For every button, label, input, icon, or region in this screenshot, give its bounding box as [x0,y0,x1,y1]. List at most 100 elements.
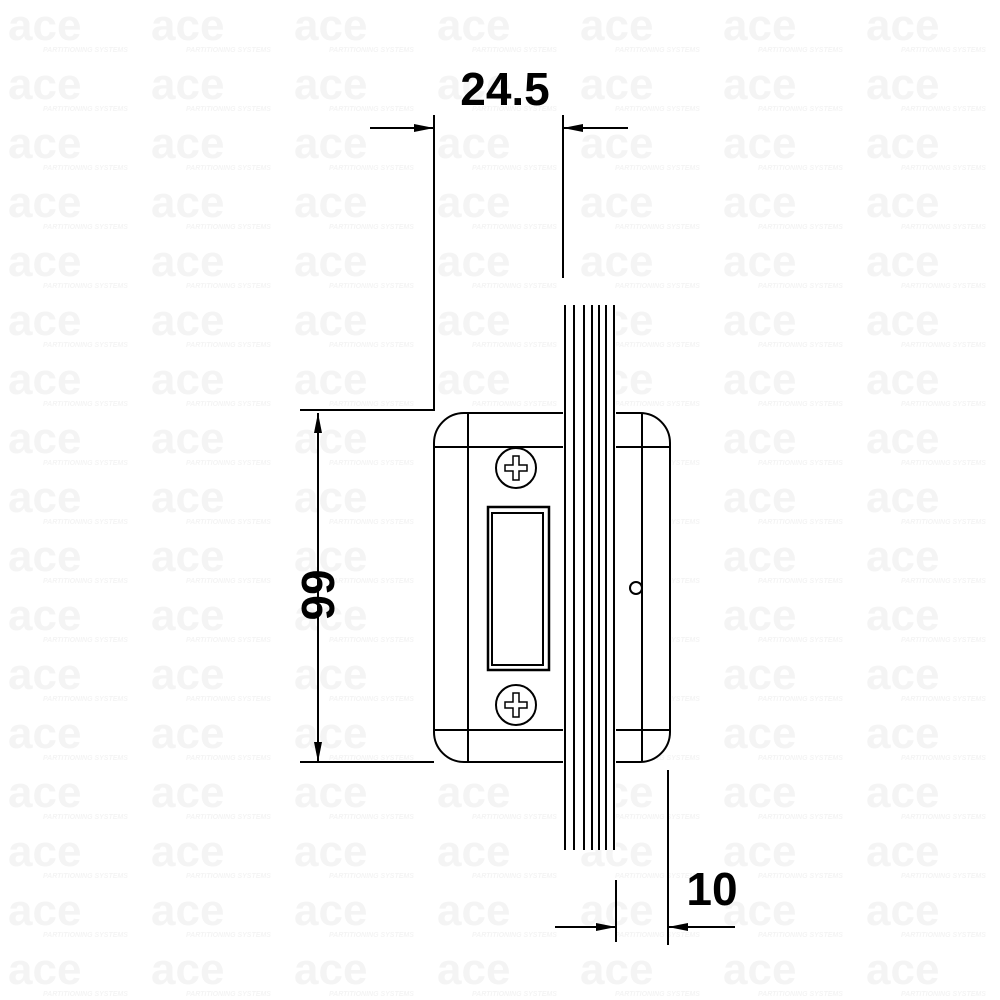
strike-plate [433,305,671,850]
watermark-logo: ace [294,591,367,640]
watermark-tagline: PARTITIONING SYSTEMS [329,755,414,762]
watermark-tagline: PARTITIONING SYSTEMS [43,519,128,526]
watermark-logo: ace [294,532,367,581]
screw-top-icon [495,447,537,489]
watermark-tagline: PARTITIONING SYSTEMS [329,401,414,408]
watermark-logo: ace [723,473,796,522]
watermark-tagline: PARTITIONING SYSTEMS [901,165,986,172]
watermark-logo: ace [437,178,510,227]
watermark-logo: ace [8,827,81,876]
watermark-tagline: PARTITIONING SYSTEMS [43,696,128,703]
dimension-lines [300,115,735,945]
watermark-logo: ace [151,119,224,168]
watermark-tagline: PARTITIONING SYSTEMS [186,814,271,821]
watermark-logo: ace [151,591,224,640]
watermark-logo: ace [866,355,939,404]
watermark-tagline: PARTITIONING SYSTEMS [901,47,986,54]
watermark-tagline: PARTITIONING SYSTEMS [43,932,128,939]
watermark-tagline: PARTITIONING SYSTEMS [186,932,271,939]
watermark-logo: ace [151,355,224,404]
watermark-logo: ace [580,237,653,286]
watermark-tagline: PARTITIONING SYSTEMS [329,47,414,54]
watermark-tagline: PARTITIONING SYSTEMS [901,755,986,762]
watermark-tagline: PARTITIONING SYSTEMS [329,283,414,290]
watermark-logo: ace [294,886,367,935]
watermark-logo: ace [723,296,796,345]
watermark-tagline: PARTITIONING SYSTEMS [329,342,414,349]
watermark-logo: ace [151,473,224,522]
watermark-tagline: PARTITIONING SYSTEMS [615,342,700,349]
watermark-logo: ace [437,355,510,404]
watermark-logo: ace [866,709,939,758]
watermark-logo: ace [151,945,224,994]
watermark-tagline: PARTITIONING SYSTEMS [329,460,414,467]
watermark-tagline: PARTITIONING SYSTEMS [758,578,843,585]
watermark-logo: ace [8,768,81,817]
watermark-logo: ace [8,355,81,404]
watermark-tagline: PARTITIONING SYSTEMS [186,106,271,113]
watermark-logo: ace [866,414,939,463]
watermark-logo: ace [866,532,939,581]
watermark-tagline: PARTITIONING SYSTEMS [186,755,271,762]
watermark-tagline: PARTITIONING SYSTEMS [43,165,128,172]
watermark-tagline: PARTITIONING SYSTEMS [901,224,986,231]
watermark-tagline: PARTITIONING SYSTEMS [472,47,557,54]
watermark-logo: ace [294,355,367,404]
width-dimension-label: 24.5 [460,63,550,115]
watermark-tagline: PARTITIONING SYSTEMS [186,637,271,644]
watermark-tagline: PARTITIONING SYSTEMS [901,696,986,703]
watermark-tagline: PARTITIONING SYSTEMS [615,224,700,231]
watermark-tagline: PARTITIONING SYSTEMS [615,106,700,113]
watermark-tagline: PARTITIONING SYSTEMS [43,224,128,231]
watermark-tagline: PARTITIONING SYSTEMS [329,814,414,821]
watermark-tagline: PARTITIONING SYSTEMS [615,283,700,290]
watermark-tagline: PARTITIONING SYSTEMS [901,873,986,880]
watermark-tagline: PARTITIONING SYSTEMS [758,991,843,998]
watermark-logo: ace [723,237,796,286]
watermark-logo: ace [723,768,796,817]
watermark-logo: ace [294,119,367,168]
watermark-logo: ace [723,1,796,50]
watermark-logo: ace [723,886,796,935]
watermark-logo: ace [294,827,367,876]
watermark-tagline: PARTITIONING SYSTEMS [43,401,128,408]
watermark-tagline: PARTITIONING SYSTEMS [758,696,843,703]
watermark-tagline: PARTITIONING SYSTEMS [186,696,271,703]
watermark-logo: ace [866,296,939,345]
watermark-logo: ace [8,709,81,758]
watermark-logo: ace [8,532,81,581]
watermark-logo: ace [151,178,224,227]
watermark-tagline: PARTITIONING SYSTEMS [329,578,414,585]
watermark-tagline: PARTITIONING SYSTEMS [901,637,986,644]
watermark-logo: ace [151,886,224,935]
watermark-tagline: PARTITIONING SYSTEMS [186,224,271,231]
watermark-logo: ace [866,827,939,876]
watermark-tagline: PARTITIONING SYSTEMS [472,932,557,939]
watermark-logo: ace [151,827,224,876]
watermark-tagline: PARTITIONING SYSTEMS [186,47,271,54]
watermark-logo: ace [866,237,939,286]
watermark-tagline: PARTITIONING SYSTEMS [758,755,843,762]
watermark-logo: ace [580,1,653,50]
watermark-logo: ace [580,178,653,227]
watermark-tagline: PARTITIONING SYSTEMS [472,401,557,408]
watermark-logo: ace [580,119,653,168]
watermark-tagline: PARTITIONING SYSTEMS [472,991,557,998]
watermark-tagline: PARTITIONING SYSTEMS [329,106,414,113]
watermark-tagline: PARTITIONING SYSTEMS [615,814,700,821]
watermark-tagline: PARTITIONING SYSTEMS [901,991,986,998]
watermark-tagline: PARTITIONING SYSTEMS [758,460,843,467]
screw-bottom-icon [495,684,537,726]
watermark-tagline: PARTITIONING SYSTEMS [758,637,843,644]
watermark-logo: ace [294,473,367,522]
watermark-tagline: PARTITIONING SYSTEMS [186,873,271,880]
watermark-tagline: PARTITIONING SYSTEMS [186,578,271,585]
watermark-tagline: PARTITIONING SYSTEMS [901,342,986,349]
watermark-logo: ace [723,414,796,463]
watermark-logo: ace [437,296,510,345]
watermark-tagline: PARTITIONING SYSTEMS [901,578,986,585]
watermark-logo: ace [8,1,81,50]
watermark-logo: ace [151,296,224,345]
watermark-logo: ace [8,119,81,168]
